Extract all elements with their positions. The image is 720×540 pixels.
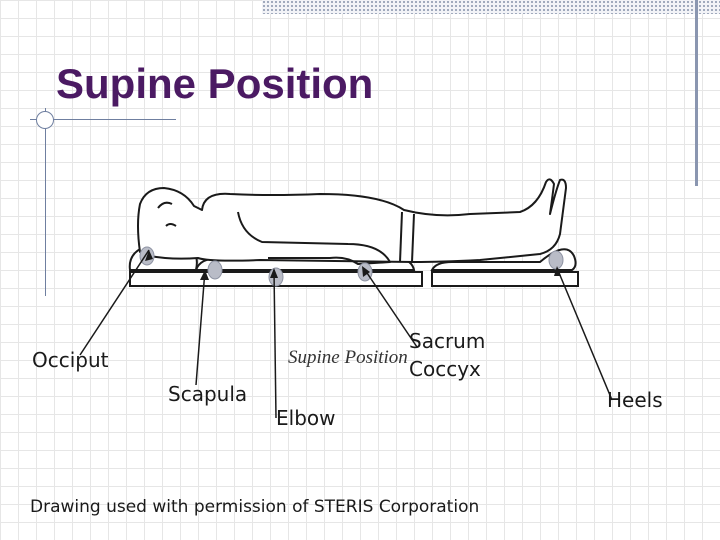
coccyx-label: Coccyx: [409, 357, 481, 381]
heels-callout-line: [556, 267, 613, 401]
patient-figure: [137, 178, 567, 265]
slide-title: Supine Position: [56, 60, 374, 107]
decorative-vertical-rule: [45, 108, 46, 296]
header-pattern-band: [262, 0, 720, 14]
credit-text: Drawing used with permission of STERIS C…: [30, 497, 480, 517]
callout-arrowheads: [145, 250, 561, 280]
drawing-caption: Supine Position: [288, 347, 408, 368]
leg-pad: [430, 248, 577, 271]
sacrum-label: Sacrum: [409, 329, 486, 353]
scapula-pressure-point: [207, 260, 223, 280]
decorative-horizontal-rule: [30, 119, 176, 120]
occiput-label: Occiput: [32, 348, 109, 372]
elbow-label: Elbow: [276, 406, 336, 430]
decorative-circle: [36, 111, 54, 129]
heel-pressure-point: [548, 250, 564, 270]
decorative-right-rule: [695, 0, 698, 186]
scapula-label: Scapula: [168, 382, 248, 406]
elbow-callout-line: [273, 269, 277, 419]
callout-lines: [79, 249, 613, 419]
occiput-callout-line: [79, 249, 150, 356]
heels-label: Heels: [607, 388, 663, 412]
sacrum-callout-line: [364, 269, 418, 348]
scapula-callout-line: [195, 269, 206, 386]
